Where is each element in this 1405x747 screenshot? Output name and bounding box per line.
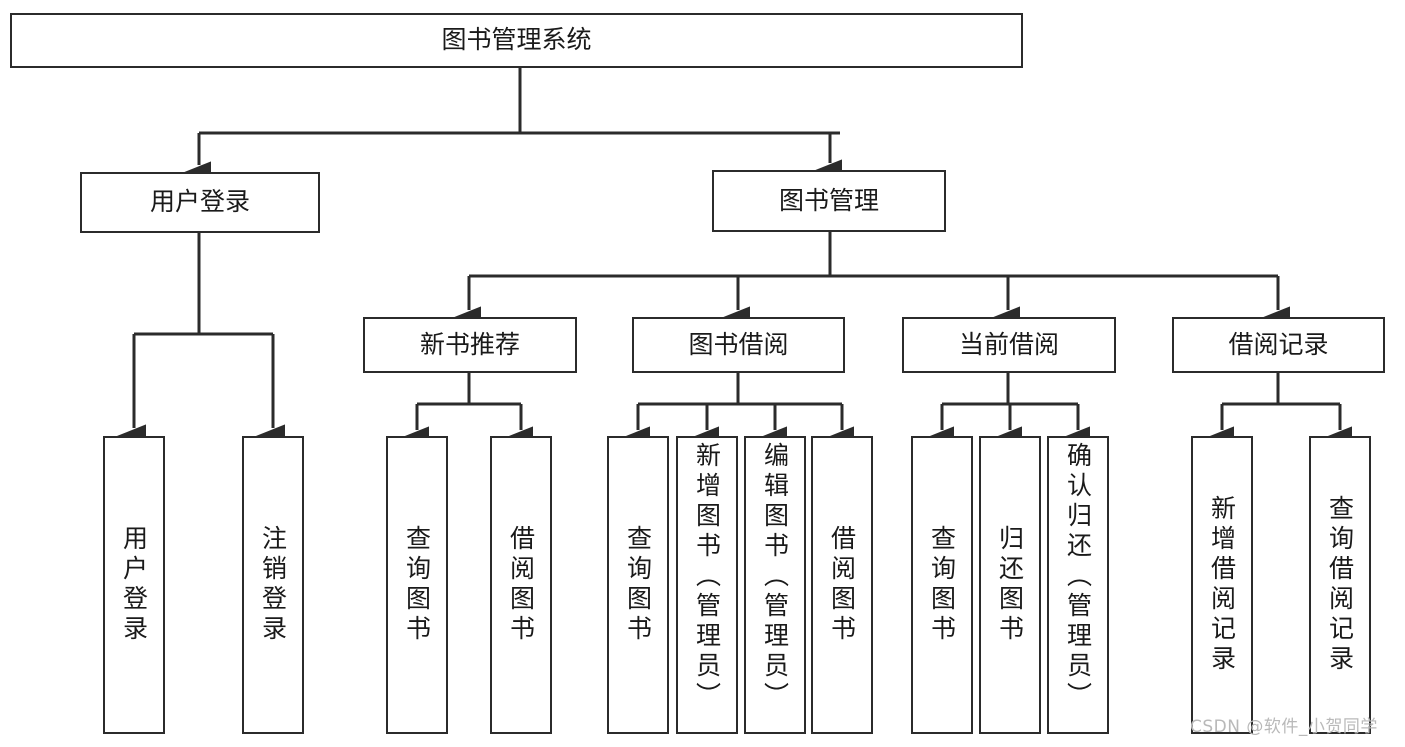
node-label: 新书推荐 <box>419 329 520 359</box>
node-label: 查询图书 <box>927 525 957 645</box>
node-label: 图书管理 <box>778 185 879 215</box>
node-label: 注销登录 <box>258 525 288 645</box>
node-label: 新增图书（管理员） <box>692 442 722 712</box>
leaf-edit-book[interactable]: 编辑图书（管理员） <box>744 436 806 734</box>
leaf-borrow-book-2[interactable]: 借阅图书 <box>811 436 873 734</box>
csdn-watermark: CSDN @软件_小贺同学 <box>1190 717 1378 737</box>
node-label: 图书管理系统 <box>441 25 592 55</box>
leaf-query-book-1[interactable]: 查询图书 <box>386 436 448 734</box>
leaf-query-book-2[interactable]: 查询图书 <box>607 436 669 734</box>
node-label: 借阅记录 <box>1228 329 1329 359</box>
node-borrow-record[interactable]: 借阅记录 <box>1172 317 1385 373</box>
leaf-query-record[interactable]: 查询借阅记录 <box>1309 436 1371 734</box>
leaf-user-logout[interactable]: 注销登录 <box>242 436 304 734</box>
leaf-confirm-return[interactable]: 确认归还（管理员） <box>1047 436 1109 734</box>
node-label: 用户登录 <box>149 187 250 217</box>
node-label: 新增借阅记录 <box>1207 495 1237 675</box>
leaf-query-book-3[interactable]: 查询图书 <box>911 436 973 734</box>
node-label: 借阅图书 <box>506 525 536 645</box>
leaf-add-record[interactable]: 新增借阅记录 <box>1191 436 1253 734</box>
node-label: 用户登录 <box>119 525 149 645</box>
node-label: 确认归还（管理员） <box>1063 442 1093 712</box>
node-label: 借阅图书 <box>827 525 857 645</box>
node-label: 归还图书 <box>995 525 1025 645</box>
node-label: 查询图书 <box>402 525 432 645</box>
node-label: 当前借阅 <box>958 329 1059 359</box>
node-label: 查询借阅记录 <box>1325 495 1355 675</box>
leaf-user-login[interactable]: 用户登录 <box>103 436 165 734</box>
leaf-return-book[interactable]: 归还图书 <box>979 436 1041 734</box>
node-user-login[interactable]: 用户登录 <box>80 172 320 233</box>
node-book-manage[interactable]: 图书管理 <box>712 170 946 232</box>
node-label: 编辑图书（管理员） <box>760 442 790 712</box>
leaf-borrow-book-1[interactable]: 借阅图书 <box>490 436 552 734</box>
leaf-add-book[interactable]: 新增图书（管理员） <box>676 436 738 734</box>
node-label: 查询图书 <box>623 525 653 645</box>
node-root-system[interactable]: 图书管理系统 <box>10 13 1023 68</box>
node-new-book-rec[interactable]: 新书推荐 <box>363 317 577 373</box>
node-book-borrow[interactable]: 图书借阅 <box>632 317 845 373</box>
node-current-borrow[interactable]: 当前借阅 <box>902 317 1116 373</box>
node-label: 图书借阅 <box>688 329 789 359</box>
